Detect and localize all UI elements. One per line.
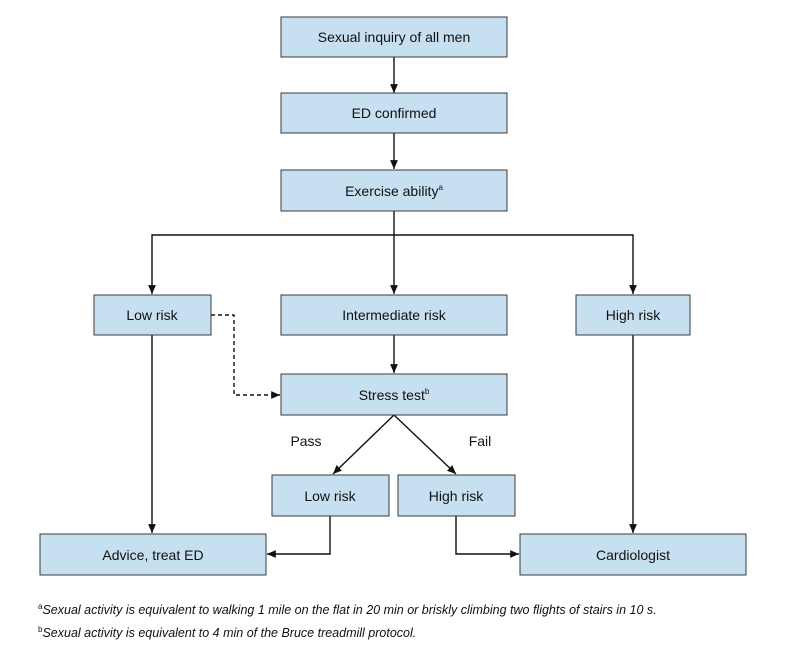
node-high-risk-post-test: High risk <box>397 474 516 517</box>
node-advice-treat-ed-label: Advice, treat ED <box>102 547 203 563</box>
node-low-risk-box <box>93 294 212 336</box>
flowchart: Pass Fail Sexual inquiry of all men ED c… <box>39 16 747 576</box>
node-low-risk-post-test-label: Low risk <box>304 488 356 504</box>
node-low-risk-label: Low risk <box>126 307 178 323</box>
edge-stress-test-fail <box>393 414 457 475</box>
node-advice-treat-ed: Advice, treat ED <box>39 533 267 576</box>
node-cardiologist: Cardiologist <box>519 533 747 576</box>
footnote-b-mark: b <box>38 625 43 634</box>
node-high-risk: High risk <box>575 294 691 336</box>
node-sexual-inquiry-box <box>280 16 508 58</box>
footnotes: aSexual activity is equivalent to walkin… <box>38 597 778 643</box>
footnote-mark-b: b <box>425 387 430 396</box>
node-ed-confirmed-box <box>280 92 508 134</box>
edge-exercise-to-high-risk <box>394 234 637 294</box>
pass-label: Pass <box>290 433 321 449</box>
node-ed-confirmed-label: ED confirmed <box>352 105 437 121</box>
footnote-b: bSexual activity is equivalent to 4 min … <box>38 620 778 643</box>
footnote-a-mark: a <box>38 602 43 611</box>
node-high-risk-post-test-box <box>397 474 516 517</box>
footnote-b-text: Sexual activity is equivalent to 4 min o… <box>42 626 417 640</box>
footnote-mark-a: a <box>438 183 443 192</box>
node-exercise-ability-label: Exercise abilitya <box>345 183 443 199</box>
node-stress-test-label: Stress testb <box>359 387 430 403</box>
edge-exercise-to-low-risk <box>148 211 395 294</box>
node-advice-treat-ed-box <box>39 533 267 576</box>
node-low-risk: Low risk <box>93 294 212 336</box>
node-sexual-inquiry-label: Sexual inquiry of all men <box>318 29 471 45</box>
node-intermediate-risk-label: Intermediate risk <box>342 307 446 323</box>
footnote-a-text: Sexual activity is equivalent to walking… <box>42 603 657 617</box>
node-exercise-ability: Exercise abilitya <box>280 169 508 212</box>
node-sexual-inquiry: Sexual inquiry of all men <box>280 16 508 58</box>
edge-stress-test-pass <box>332 414 395 475</box>
node-low-risk-post-test-box <box>271 474 390 517</box>
node-cardiologist-box <box>519 533 747 576</box>
node-stress-test: Stress testb <box>280 373 508 416</box>
node-high-risk-box <box>575 294 691 336</box>
node-high-risk-post-test-label: High risk <box>429 488 484 504</box>
edge-high-risk-2-to-cardiologist <box>455 516 519 558</box>
footnote-a: aSexual activity is equivalent to walkin… <box>38 597 778 620</box>
fail-label: Fail <box>469 433 492 449</box>
node-low-risk-post-test: Low risk <box>271 474 390 517</box>
node-stress-test-box <box>280 373 508 416</box>
connectors <box>148 57 637 558</box>
node-intermediate-risk-box <box>280 294 508 336</box>
node-ed-confirmed: ED confirmed <box>280 92 508 134</box>
edge-low-risk-to-stress-test-dashed <box>211 314 280 399</box>
node-intermediate-risk: Intermediate risk <box>280 294 508 336</box>
node-high-risk-label: High risk <box>606 307 661 323</box>
node-exercise-ability-box <box>280 169 508 212</box>
node-cardiologist-label: Cardiologist <box>596 547 670 563</box>
edge-low-risk-2-to-advice <box>267 516 331 558</box>
